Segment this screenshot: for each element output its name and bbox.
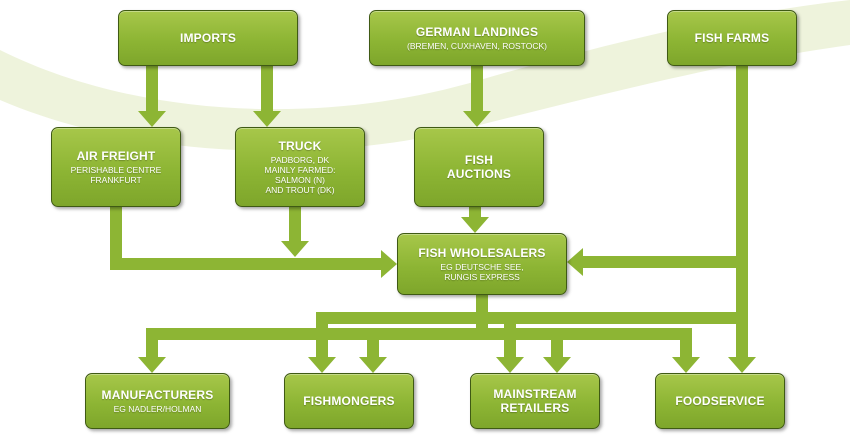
node-title: FISH WHOLESALERS (418, 246, 546, 260)
node-subtitle: EG DEUTSCHE SEE, RUNGIS EXPRESS (440, 262, 524, 282)
node-title: FISH FARMS (694, 31, 770, 45)
node-subtitle: (BREMEN, CUXHAVEN, ROSTOCK) (407, 41, 547, 51)
node-title: MAINSTREAM RETAILERS (493, 387, 577, 415)
arrow-fish-farms-to-wholesalers (567, 248, 583, 276)
arrow-landings-to-auctions (463, 111, 491, 127)
node-subtitle: EG NADLER/HOLMAN (113, 404, 202, 414)
arrow-fish-farms-to-foodservice (728, 357, 756, 373)
node-imports: IMPORTS (118, 10, 298, 66)
node-fish-farms: FISH FARMS (667, 10, 797, 66)
arrow-air-freight-to-wholesalers (381, 250, 397, 278)
node-manufacturers: MANUFACTURERS EG NADLER/HOLMAN (85, 373, 230, 429)
node-title: AIR FREIGHT (76, 149, 156, 163)
arrow-auctions-to-wholesalers (461, 217, 489, 233)
node-title: MANUFACTURERS (101, 388, 214, 402)
node-title: FOODSERVICE (675, 394, 765, 408)
node-fish-wholesalers: FISH WHOLESALERS EG DEUTSCHE SEE, RUNGIS… (397, 233, 567, 295)
node-german-landings: GERMAN LANDINGS (BREMEN, CUXHAVEN, ROSTO… (369, 10, 585, 66)
arrow-to-manufacturers (138, 357, 166, 373)
node-subtitle: PADBORG, DK MAINLY FARMED: SALMON (N) AN… (264, 155, 336, 195)
node-title: TRUCK (278, 139, 322, 153)
arrow-imports-to-truck (253, 111, 281, 127)
arrow-to-foodservice (672, 357, 700, 373)
arrow-to-fishmongers-a (308, 357, 336, 373)
arrow-imports-to-air-freight (138, 111, 166, 127)
arrow-to-retailers-a (496, 357, 524, 373)
node-subtitle: PERISHABLE CENTRE FRANKFURT (70, 165, 162, 185)
node-title: GERMAN LANDINGS (415, 25, 539, 39)
node-mainstream-retailers: MAINSTREAM RETAILERS (470, 373, 600, 429)
arrow-to-retailers-b (543, 357, 571, 373)
node-truck: TRUCK PADBORG, DK MAINLY FARMED: SALMON … (235, 127, 365, 207)
arrow-truck-to-wholesalers (281, 241, 309, 257)
node-title: FISH AUCTIONS (446, 153, 512, 181)
node-title: FISHMONGERS (303, 394, 395, 408)
node-fish-auctions: FISH AUCTIONS (414, 127, 544, 207)
node-title: IMPORTS (179, 31, 237, 45)
node-fishmongers: FISHMONGERS (284, 373, 414, 429)
node-air-freight: AIR FREIGHT PERISHABLE CENTRE FRANKFURT (51, 127, 181, 207)
arrow-to-fishmongers-b (359, 357, 387, 373)
node-foodservice: FOODSERVICE (655, 373, 785, 429)
